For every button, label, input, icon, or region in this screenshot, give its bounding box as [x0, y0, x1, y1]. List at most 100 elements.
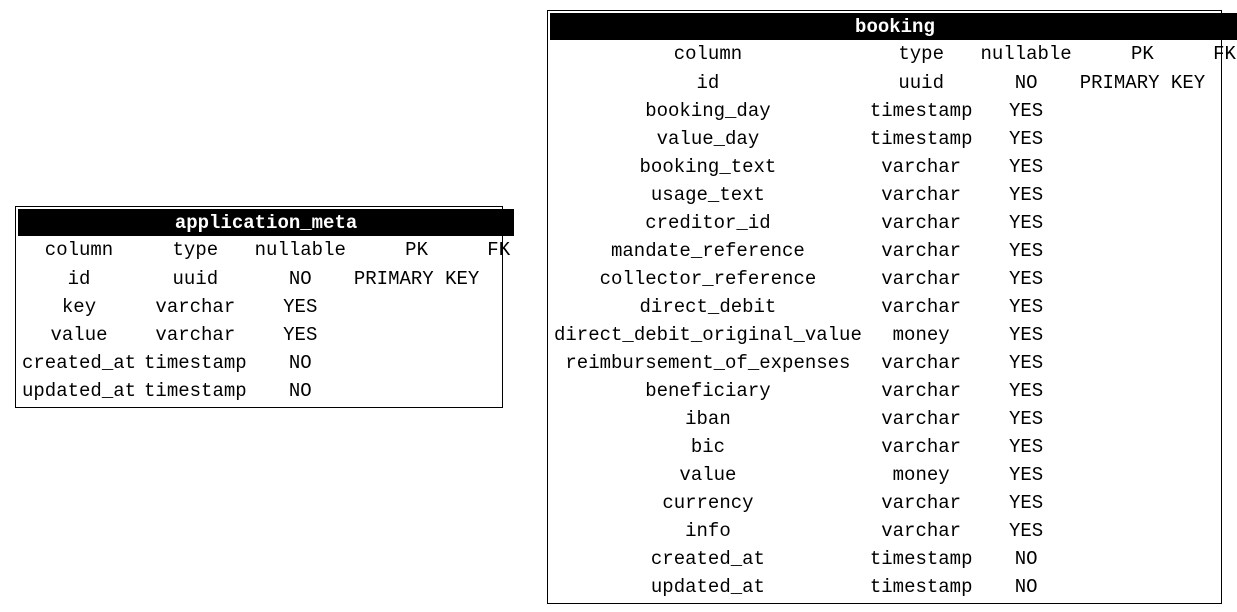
column-cell: currency — [662, 492, 754, 514]
pk-cell: PRIMARY KEY — [353, 268, 480, 290]
type-cell: varchar — [881, 212, 962, 234]
column-cell: value — [50, 324, 108, 346]
type-cell: timestamp — [144, 380, 247, 402]
type-cell: timestamp — [869, 576, 973, 598]
fk-cell — [1209, 489, 1237, 517]
fk-cell — [1209, 181, 1237, 209]
column-cell: direct_debit_original_value — [554, 324, 862, 346]
type-cell: timestamp — [869, 548, 973, 570]
nullable-cell: YES — [1008, 268, 1044, 290]
column-cell: key — [61, 296, 97, 318]
type-cell: varchar — [881, 352, 962, 374]
header-nullable-cell: nullable — [254, 239, 346, 261]
type-cell: varchar — [155, 324, 236, 346]
fk-cell — [1209, 545, 1237, 573]
fk-cell — [1209, 293, 1237, 321]
nullable-cell: YES — [1008, 520, 1044, 542]
type-cell: varchar — [881, 436, 962, 458]
header-type-cell: type — [172, 239, 219, 261]
pk-cell — [350, 377, 483, 405]
pk-cell — [350, 321, 483, 349]
pk-cell — [1076, 153, 1209, 181]
nullable-cell: YES — [1008, 100, 1044, 122]
type-cell: timestamp — [869, 100, 973, 122]
pk-cell — [1076, 573, 1209, 601]
column-cell: created_at — [22, 352, 137, 374]
type-cell: uuid — [898, 72, 944, 94]
fk-cell — [483, 321, 514, 349]
type-cell: money — [892, 324, 950, 346]
type-cell: timestamp — [144, 352, 247, 374]
column-cell: value — [679, 464, 737, 486]
type-cell: varchar — [155, 296, 236, 318]
fk-cell — [1209, 349, 1237, 377]
nullable-cell: YES — [1008, 352, 1044, 374]
pk-cell — [1076, 237, 1209, 265]
type-cell: money — [892, 464, 950, 486]
pk-cell — [1076, 461, 1209, 489]
table-row: info varchar YES — [550, 517, 1237, 545]
table-row: reimbursement_of_expenses varchar YES — [550, 349, 1237, 377]
table-row: key varchar YES — [18, 293, 514, 321]
column-cell: creditor_id — [645, 212, 771, 234]
fk-cell — [483, 377, 514, 405]
header-nullable-cell: nullable — [980, 43, 1072, 65]
fk-cell — [1209, 517, 1237, 545]
type-cell: varchar — [881, 492, 962, 514]
fk-cell — [483, 349, 514, 377]
type-cell: uuid — [172, 268, 219, 290]
table-title: application_meta — [18, 209, 515, 236]
nullable-cell: YES — [1008, 296, 1044, 318]
header-type-cell: type — [898, 43, 944, 65]
column-cell: id — [696, 72, 720, 94]
nullable-cell: YES — [1008, 464, 1044, 486]
pk-cell — [1076, 97, 1209, 125]
type-cell: varchar — [881, 156, 962, 178]
table-row: value varchar YES — [18, 321, 514, 349]
pk-cell — [1076, 349, 1209, 377]
pk-cell — [350, 293, 483, 321]
type-cell: varchar — [881, 408, 962, 430]
fk-cell — [1209, 405, 1237, 433]
header-pk-cell: PK — [1131, 43, 1154, 65]
header-column-cell: column — [673, 43, 743, 65]
fk-cell — [483, 293, 514, 321]
nullable-cell: NO — [288, 268, 312, 290]
column-cell: booking_text — [639, 156, 777, 178]
nullable-cell: YES — [283, 324, 318, 346]
fk-cell — [1209, 321, 1237, 349]
header-pk-cell: PK — [405, 239, 428, 261]
fk-cell — [1209, 265, 1237, 293]
column-cell: bic — [690, 436, 726, 458]
fk-cell — [1209, 209, 1237, 237]
fk-cell — [1209, 573, 1237, 601]
fk-cell — [1209, 377, 1237, 405]
pk-cell — [1076, 377, 1209, 405]
pk-cell — [1076, 265, 1209, 293]
type-cell: varchar — [881, 520, 962, 542]
nullable-cell: YES — [1008, 128, 1044, 150]
column-cell: reimbursement_of_expenses — [565, 352, 851, 374]
fk-cell — [1209, 97, 1237, 125]
nullable-cell: YES — [283, 296, 318, 318]
pk-cell — [1076, 209, 1209, 237]
pk-cell — [1076, 489, 1209, 517]
column-cell: updated_at — [650, 576, 765, 598]
column-cell: info — [685, 520, 731, 542]
nullable-cell: NO — [1014, 548, 1038, 570]
